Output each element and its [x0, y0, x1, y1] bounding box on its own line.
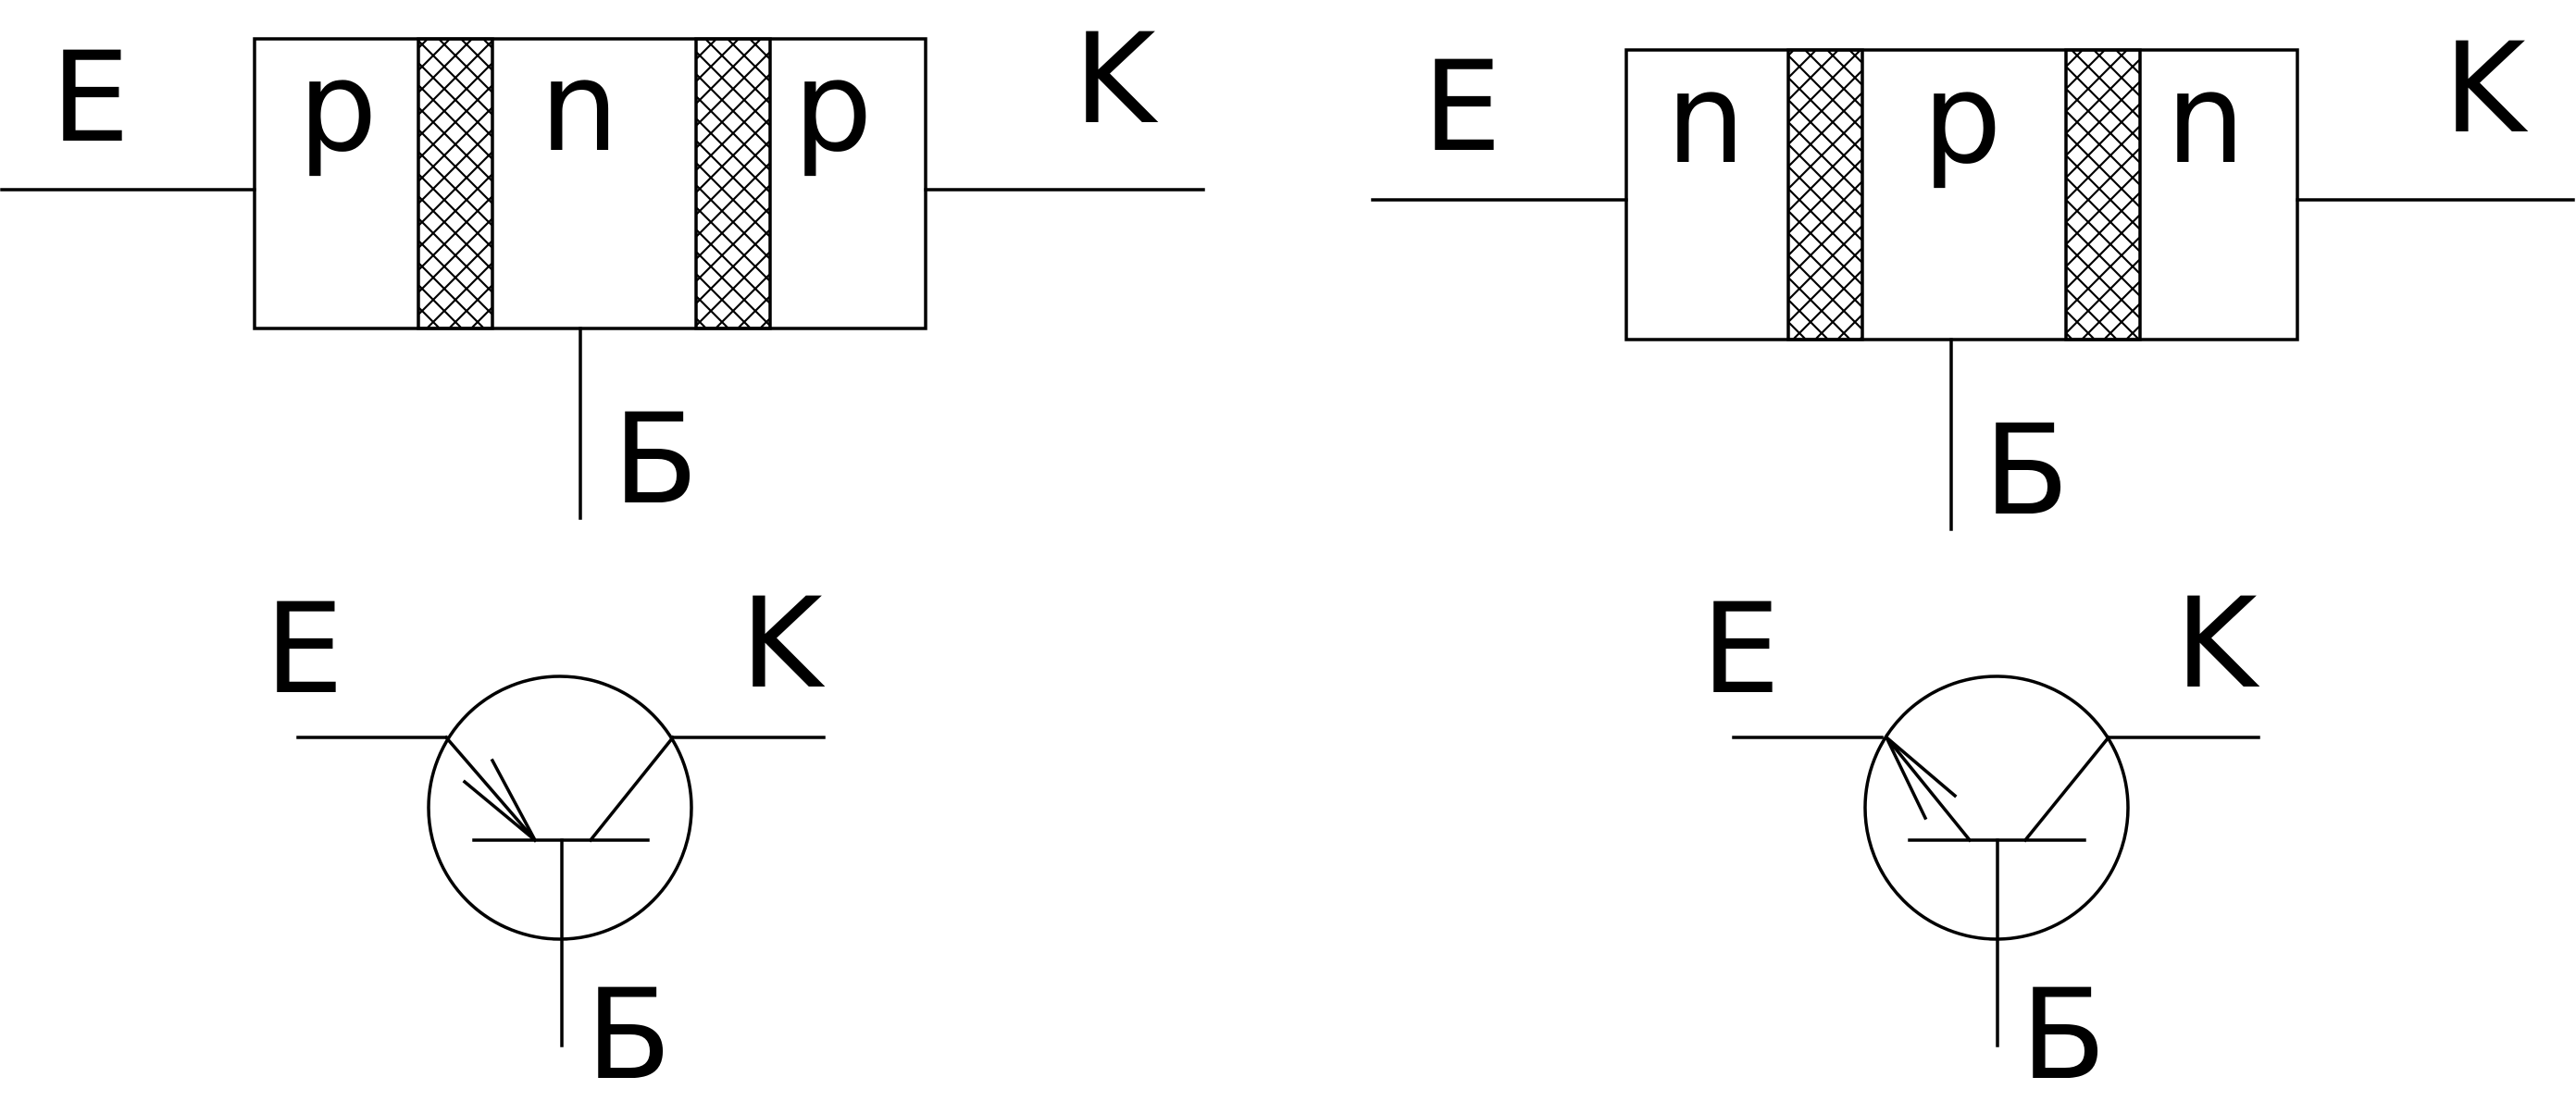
pnp-symbol-circle — [427, 675, 693, 941]
npn-body — [1624, 48, 2299, 341]
npn-structure: E K Б n p n — [1371, 16, 2575, 543]
pnp-symbol-emitter-diag — [443, 735, 538, 843]
npn-symbol-emitter-label: E — [1701, 576, 1780, 722]
pnp-body — [253, 37, 927, 330]
npn-symbol-arrow-head-1 — [1884, 735, 1958, 798]
pnp-base-label: Б — [613, 387, 699, 532]
pnp-symbol-emitter-label: E — [265, 576, 343, 722]
pnp-junction-2 — [694, 37, 772, 330]
npn-region-p: p — [1923, 46, 2002, 192]
pnp-symbol-arrow-head-2 — [490, 758, 538, 843]
pnp-symbol-arrow-head-1 — [462, 779, 538, 843]
pnp-symbol: E K Б — [265, 571, 826, 1108]
pnp-structure: E K Б p n p — [0, 6, 1205, 532]
pnp-region-p-left: p — [298, 34, 378, 179]
pnp-region-n: n — [540, 34, 619, 179]
pnp-region-p-right: p — [793, 34, 873, 179]
npn-symbol-emitter-diag — [1884, 735, 1972, 843]
npn-junction-1 — [1786, 48, 1864, 341]
npn-collector-label: K — [2444, 16, 2529, 161]
pnp-junction-1 — [417, 37, 494, 330]
npn-symbol-collector-diag — [2022, 735, 2111, 843]
pnp-symbol-collector-diag — [588, 735, 676, 843]
npn-symbol-base-label: Б — [2021, 962, 2107, 1108]
npn-symbol-arrow-head-2 — [1884, 735, 1928, 821]
npn-junction-2 — [2064, 48, 2142, 341]
npn-symbol-collector-label: K — [2175, 571, 2260, 716]
pnp-emitter-label: E — [51, 25, 130, 170]
npn-symbol: E K Б — [1701, 571, 2260, 1108]
npn-emitter-label: E — [1423, 34, 1501, 179]
npn-region-n-left: n — [1666, 46, 1746, 192]
npn-base-label: Б — [1984, 398, 2070, 543]
pnp-symbol-collector-label: K — [740, 571, 826, 716]
pnp-collector-label: K — [1074, 6, 1159, 152]
npn-region-n-right: n — [2166, 46, 2246, 192]
pnp-symbol-base-label: Б — [586, 962, 672, 1108]
